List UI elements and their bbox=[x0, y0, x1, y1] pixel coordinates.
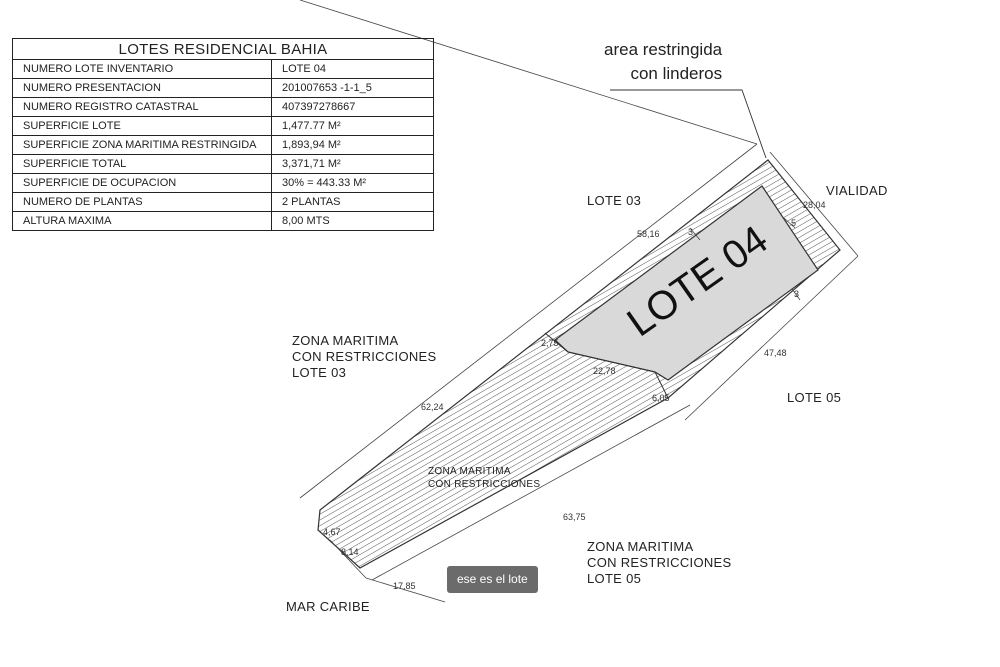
restricted-area-annotation: area restringida con linderos bbox=[604, 40, 723, 83]
row-label: SUPERFICIE TOTAL bbox=[12, 154, 272, 174]
lot-info-table: LOTES RESIDENCIAL BAHIA NUMERO LOTE INVE… bbox=[12, 38, 434, 231]
neighbor-lote03-label: LOTE 03 bbox=[587, 193, 642, 208]
dimension-47-48: 47,48 bbox=[764, 348, 787, 358]
row-value: LOTE 04 bbox=[271, 59, 434, 79]
mar-caribe-label: MAR CARIBE bbox=[286, 599, 370, 614]
neighbor-lote05-label: LOTE 05 bbox=[787, 390, 842, 405]
row-label: NUMERO LOTE INVENTARIO bbox=[12, 59, 272, 79]
annotation-leader-line bbox=[610, 89, 767, 159]
zone-divider-line bbox=[544, 332, 669, 399]
dimension-58-16: 58,16 bbox=[637, 229, 660, 239]
zona-maritima-lote05-label: ZONA MARITIMA CON RESTRICCIONES LOTE 05 bbox=[587, 539, 732, 586]
dimension-62-24: 62,24 bbox=[421, 402, 444, 412]
vialidad-label: VIALIDAD bbox=[826, 183, 888, 198]
row-label: NUMERO DE PLANTAS bbox=[12, 192, 272, 212]
row-label: SUPERFICIE LOTE bbox=[12, 116, 272, 136]
tooltip-message: ese es el lote bbox=[447, 566, 538, 593]
dimension-3-lower: 3 bbox=[794, 289, 800, 299]
dimension-4-67: 4,67 bbox=[323, 527, 341, 537]
row-value: 201007653 -1-1_5 bbox=[271, 78, 434, 98]
row-label: NUMERO REGISTRO CATASTRAL bbox=[12, 97, 272, 117]
dimension-6-05: 6,05 bbox=[652, 393, 670, 403]
dimension-63-75: 63,75 bbox=[563, 512, 586, 522]
table-title: LOTES RESIDENCIAL BAHIA bbox=[12, 38, 434, 60]
dimension-22-78: 22,78 bbox=[593, 366, 616, 376]
dimension-5: 5 bbox=[791, 218, 797, 228]
row-value: 1,477.77 M² bbox=[271, 116, 434, 136]
row-value: 30% = 443.33 M² bbox=[271, 173, 434, 193]
zona-maritima-center-label: ZONA MARITIMA CON RESTRICCIONES bbox=[428, 466, 541, 490]
row-value: 1,893,94 M² bbox=[271, 135, 434, 155]
dimension-8-14: 8,14 bbox=[341, 547, 359, 557]
row-label: SUPERFICIE ZONA MARITIMA RESTRINGIDA bbox=[12, 135, 272, 155]
dimension-lines bbox=[299, 0, 859, 603]
row-value: 3,371,71 M² bbox=[271, 154, 434, 174]
dimension-28-04: 28,04 bbox=[803, 200, 826, 210]
dimension-17-85: 17,85 bbox=[393, 581, 416, 591]
row-value: 8,00 MTS bbox=[271, 211, 434, 231]
row-label: ALTURA MAXIMA bbox=[12, 211, 272, 231]
dimension-2-75: 2,75 bbox=[541, 338, 559, 348]
zona-maritima-lote03-label: ZONA MARITIMA CON RESTRICCIONES LOTE 03 bbox=[292, 333, 437, 380]
row-value: 2 PLANTAS bbox=[271, 192, 434, 212]
dimension-3-upper: 3 bbox=[688, 227, 694, 237]
row-value: 407397278667 bbox=[271, 97, 434, 117]
row-label: NUMERO PRESENTACION bbox=[12, 78, 272, 98]
row-label: SUPERFICIE DE OCUPACION bbox=[12, 173, 272, 193]
